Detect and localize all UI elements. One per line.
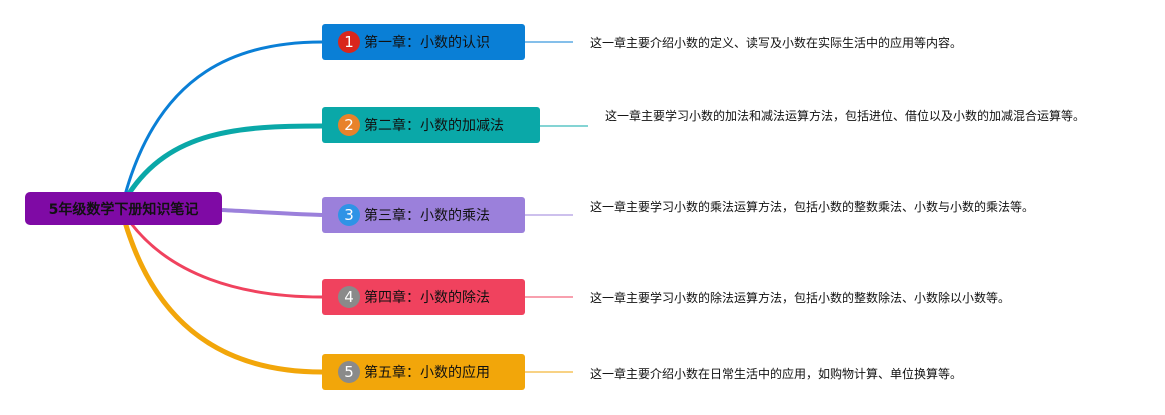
root-topic[interactable]: 5年级数学下册知识笔记 bbox=[25, 192, 222, 225]
branch-line-chapter-2 bbox=[125, 123, 323, 197]
number-badge-icon: 3 bbox=[338, 204, 360, 226]
chapter-2-node[interactable]: 2 第二章：小数的加减法 bbox=[322, 107, 540, 143]
chapter-2-description: 这一章主要学习小数的加法和减法运算方法，包括进位、借位以及小数的加减混合运算等。 bbox=[605, 109, 1086, 123]
chapter-5-title: 第五章：小数的应用 bbox=[364, 365, 490, 381]
chapter-5-description: 这一章主要介绍小数在日常生活中的应用，如购物计算、单位换算等。 bbox=[590, 367, 963, 381]
chapter-4-node[interactable]: 4 第四章：小数的除法 bbox=[322, 279, 525, 315]
branch-line-chapter-3 bbox=[221, 208, 323, 217]
chapter-5-node[interactable]: 5 第五章：小数的应用 bbox=[322, 354, 525, 390]
number-badge-icon: 1 bbox=[338, 31, 360, 53]
chapter-4-description: 这一章主要学习小数的除法运算方法，包括小数的整数除法、小数除以小数等。 bbox=[590, 291, 1011, 305]
chapter-4-title: 第四章：小数的除法 bbox=[364, 290, 490, 306]
number-badge-icon: 4 bbox=[338, 286, 360, 308]
branch-line-chapter-4 bbox=[128, 221, 323, 299]
chapter-3-description: 这一章主要学习小数的乘法运算方法，包括小数的整数乘法、小数与小数的乘法等。 bbox=[590, 200, 1035, 214]
root-topic-label: 5年级数学下册知识笔记 bbox=[48, 201, 199, 218]
chapter-1-node[interactable]: 1 第一章：小数的认识 bbox=[322, 24, 525, 60]
number-badge-icon: 2 bbox=[338, 114, 360, 136]
chapter-2-title: 第二章：小数的加减法 bbox=[364, 118, 504, 134]
chapter-1-description: 这一章主要介绍小数的定义、读写及小数在实际生活中的应用等内容。 bbox=[590, 36, 963, 50]
number-badge-icon: 5 bbox=[338, 361, 360, 383]
chapter-1-title: 第一章：小数的认识 bbox=[364, 35, 490, 51]
chapter-3-node[interactable]: 3 第三章：小数的乘法 bbox=[322, 197, 525, 233]
branch-line-chapter-1 bbox=[123, 40, 323, 196]
branch-line-chapter-5 bbox=[122, 221, 323, 375]
chapter-3-title: 第三章：小数的乘法 bbox=[364, 208, 490, 224]
